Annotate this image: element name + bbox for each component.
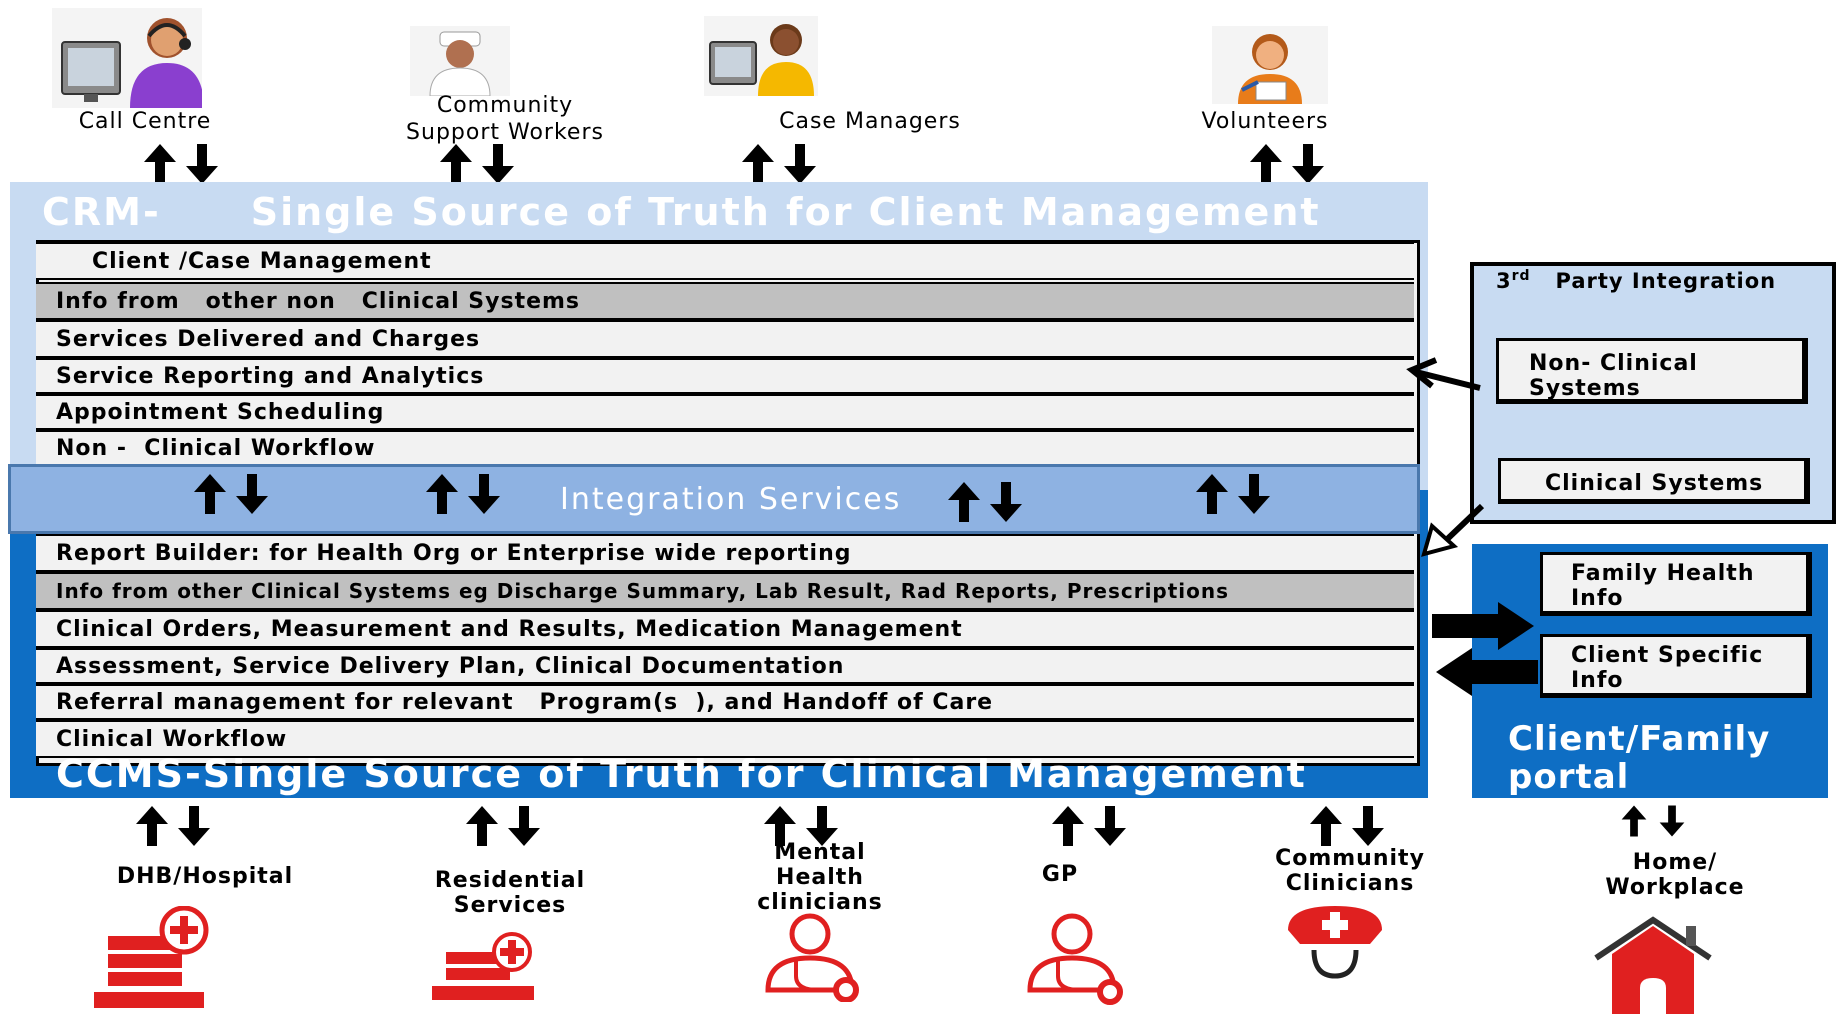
crm-title-main: Single Source of Truth for Client Manage… <box>250 190 1321 234</box>
nurse-cap-icon <box>1280 900 1390 984</box>
integration-arrows-1 <box>192 472 270 516</box>
top-arrows-call-centre <box>142 142 220 186</box>
actor-label-community-clinicians: Community Clinicians <box>1275 846 1425 896</box>
third-party-title-sup: rd <box>1511 268 1531 284</box>
actor-label-home-workplace: Home/ Workplace <box>1605 850 1745 900</box>
call-centre-agent-icon <box>52 8 204 108</box>
actor-label-call-centre: Call Centre <box>78 109 212 134</box>
crm-title: CRM- Single Source of Truth for Client Ma… <box>42 190 1321 234</box>
doctor-icon <box>1022 910 1132 1006</box>
down-arrow-icon <box>990 482 1022 522</box>
down-arrow-icon <box>178 806 210 846</box>
crm-title-prefix: CRM- <box>42 190 161 234</box>
left-arrow-icon <box>1436 648 1538 696</box>
actor-label-dhb-hospital: DHB/Hospital <box>116 864 294 889</box>
bottom-arrows-community-clinicians <box>1308 804 1386 848</box>
client-specific-info-box: Client Specific Info <box>1540 634 1812 698</box>
up-arrow-icon <box>194 474 226 514</box>
down-arrow-icon <box>1094 806 1126 846</box>
down-arrow-icon <box>1352 806 1384 846</box>
non-clinical-systems-box: Non- Clinical Systems <box>1496 338 1808 404</box>
actor-label-mental-health: Mental Health clinicians <box>757 840 883 915</box>
up-arrow-icon <box>948 482 980 522</box>
third-party-title-rest: Party Integration <box>1555 269 1777 293</box>
up-arrow-icon <box>1621 805 1647 837</box>
ccms-row-report-builder: Report Builder: for Health Org or Enterp… <box>36 534 1414 572</box>
ccms-row-referral-management: Referral management for relevant Program… <box>36 684 1414 720</box>
crm-row-service-reporting: Service Reporting and Analytics <box>36 358 1414 394</box>
nurse-icon <box>410 26 510 97</box>
integration-arrows-2 <box>424 472 502 516</box>
up-arrow-icon <box>136 806 168 846</box>
ccms-row-info-clinical-systems: Info from other Clinical Systems eg Disc… <box>36 572 1414 610</box>
clinician-icon <box>760 910 870 1003</box>
clinical-systems-box: Clinical Systems <box>1498 458 1810 504</box>
up-arrow-icon <box>1196 474 1228 514</box>
down-arrow-icon <box>1659 805 1685 837</box>
ccms-row-assessment: Assessment, Service Delivery Plan, Clini… <box>36 648 1414 684</box>
crm-row-services-charges: Services Delivered and Charges <box>36 320 1414 358</box>
bottom-arrows-residential <box>464 804 542 848</box>
third-party-title: 3rd Party Integration <box>1496 268 1776 293</box>
up-arrow-icon <box>764 806 796 846</box>
down-arrow-icon <box>482 144 514 184</box>
ccms-row-clinical-orders: Clinical Orders, Measurement and Results… <box>36 610 1414 648</box>
actor-label-case-managers: Case Managers <box>779 109 961 134</box>
down-arrow-icon <box>806 806 838 846</box>
down-arrow-icon <box>186 144 218 184</box>
bottom-arrows-hospital <box>134 804 212 848</box>
up-arrow-icon <box>426 474 458 514</box>
bottom-arrows-gp <box>1050 804 1128 848</box>
down-arrow-icon <box>236 474 268 514</box>
case-manager-icon <box>704 16 818 96</box>
up-arrow-icon <box>1310 806 1342 846</box>
crm-row-appointment-scheduling: Appointment Scheduling <box>36 394 1414 430</box>
integration-services-label: Integration Services <box>560 482 902 517</box>
family-health-info-box: Family Health Info <box>1540 552 1812 616</box>
crm-row-client-case-management: Client /Case Management <box>36 242 1414 280</box>
up-arrow-icon <box>440 144 472 184</box>
home-icon <box>1590 914 1716 1014</box>
integration-arrows-3 <box>946 480 1024 524</box>
portal-exchange-arrows <box>1432 602 1538 696</box>
third-party-title-num: 3 <box>1496 269 1512 293</box>
hospital-icon <box>88 905 218 1014</box>
down-arrow-icon <box>1238 474 1270 514</box>
connector-arrows <box>1406 357 1485 557</box>
volunteer-icon <box>1212 26 1328 104</box>
bottom-arrows-mental-health <box>762 804 840 848</box>
right-arrow-icon <box>1432 602 1534 650</box>
top-arrows-support-workers <box>438 142 516 186</box>
down-arrow-icon <box>508 806 540 846</box>
top-arrows-case-managers <box>740 142 818 186</box>
down-arrow-icon <box>1292 144 1324 184</box>
client-family-portal-title: Client/Family portal <box>1508 719 1771 797</box>
up-arrow-icon <box>1052 806 1084 846</box>
up-arrow-icon <box>466 806 498 846</box>
actor-label-volunteers: Volunteers <box>1201 109 1329 134</box>
ccms-title: CCMS-Single Source of Truth for Clinical… <box>56 752 1307 796</box>
actor-label-community-support-workers: Community Support Workers <box>406 93 604 145</box>
top-arrows-volunteers <box>1248 142 1326 186</box>
actor-label-residential-services: Residential Services <box>434 868 586 918</box>
up-arrow-icon <box>1250 144 1282 184</box>
up-arrow-icon <box>144 144 176 184</box>
crm-row-info-non-clinical: Info from other non Clinical Systems <box>36 282 1414 320</box>
integration-arrows-4 <box>1194 472 1272 516</box>
bottom-arrows-home <box>1618 804 1688 838</box>
crm-row-non-clinical-workflow: Non - Clinical Workflow <box>36 430 1414 466</box>
down-arrow-icon <box>468 474 500 514</box>
up-arrow-icon <box>742 144 774 184</box>
residential-icon <box>428 930 542 1014</box>
actor-label-gp: GP <box>1041 862 1079 887</box>
ccms-row-clinical-workflow: Clinical Workflow <box>36 720 1414 758</box>
down-arrow-icon <box>784 144 816 184</box>
